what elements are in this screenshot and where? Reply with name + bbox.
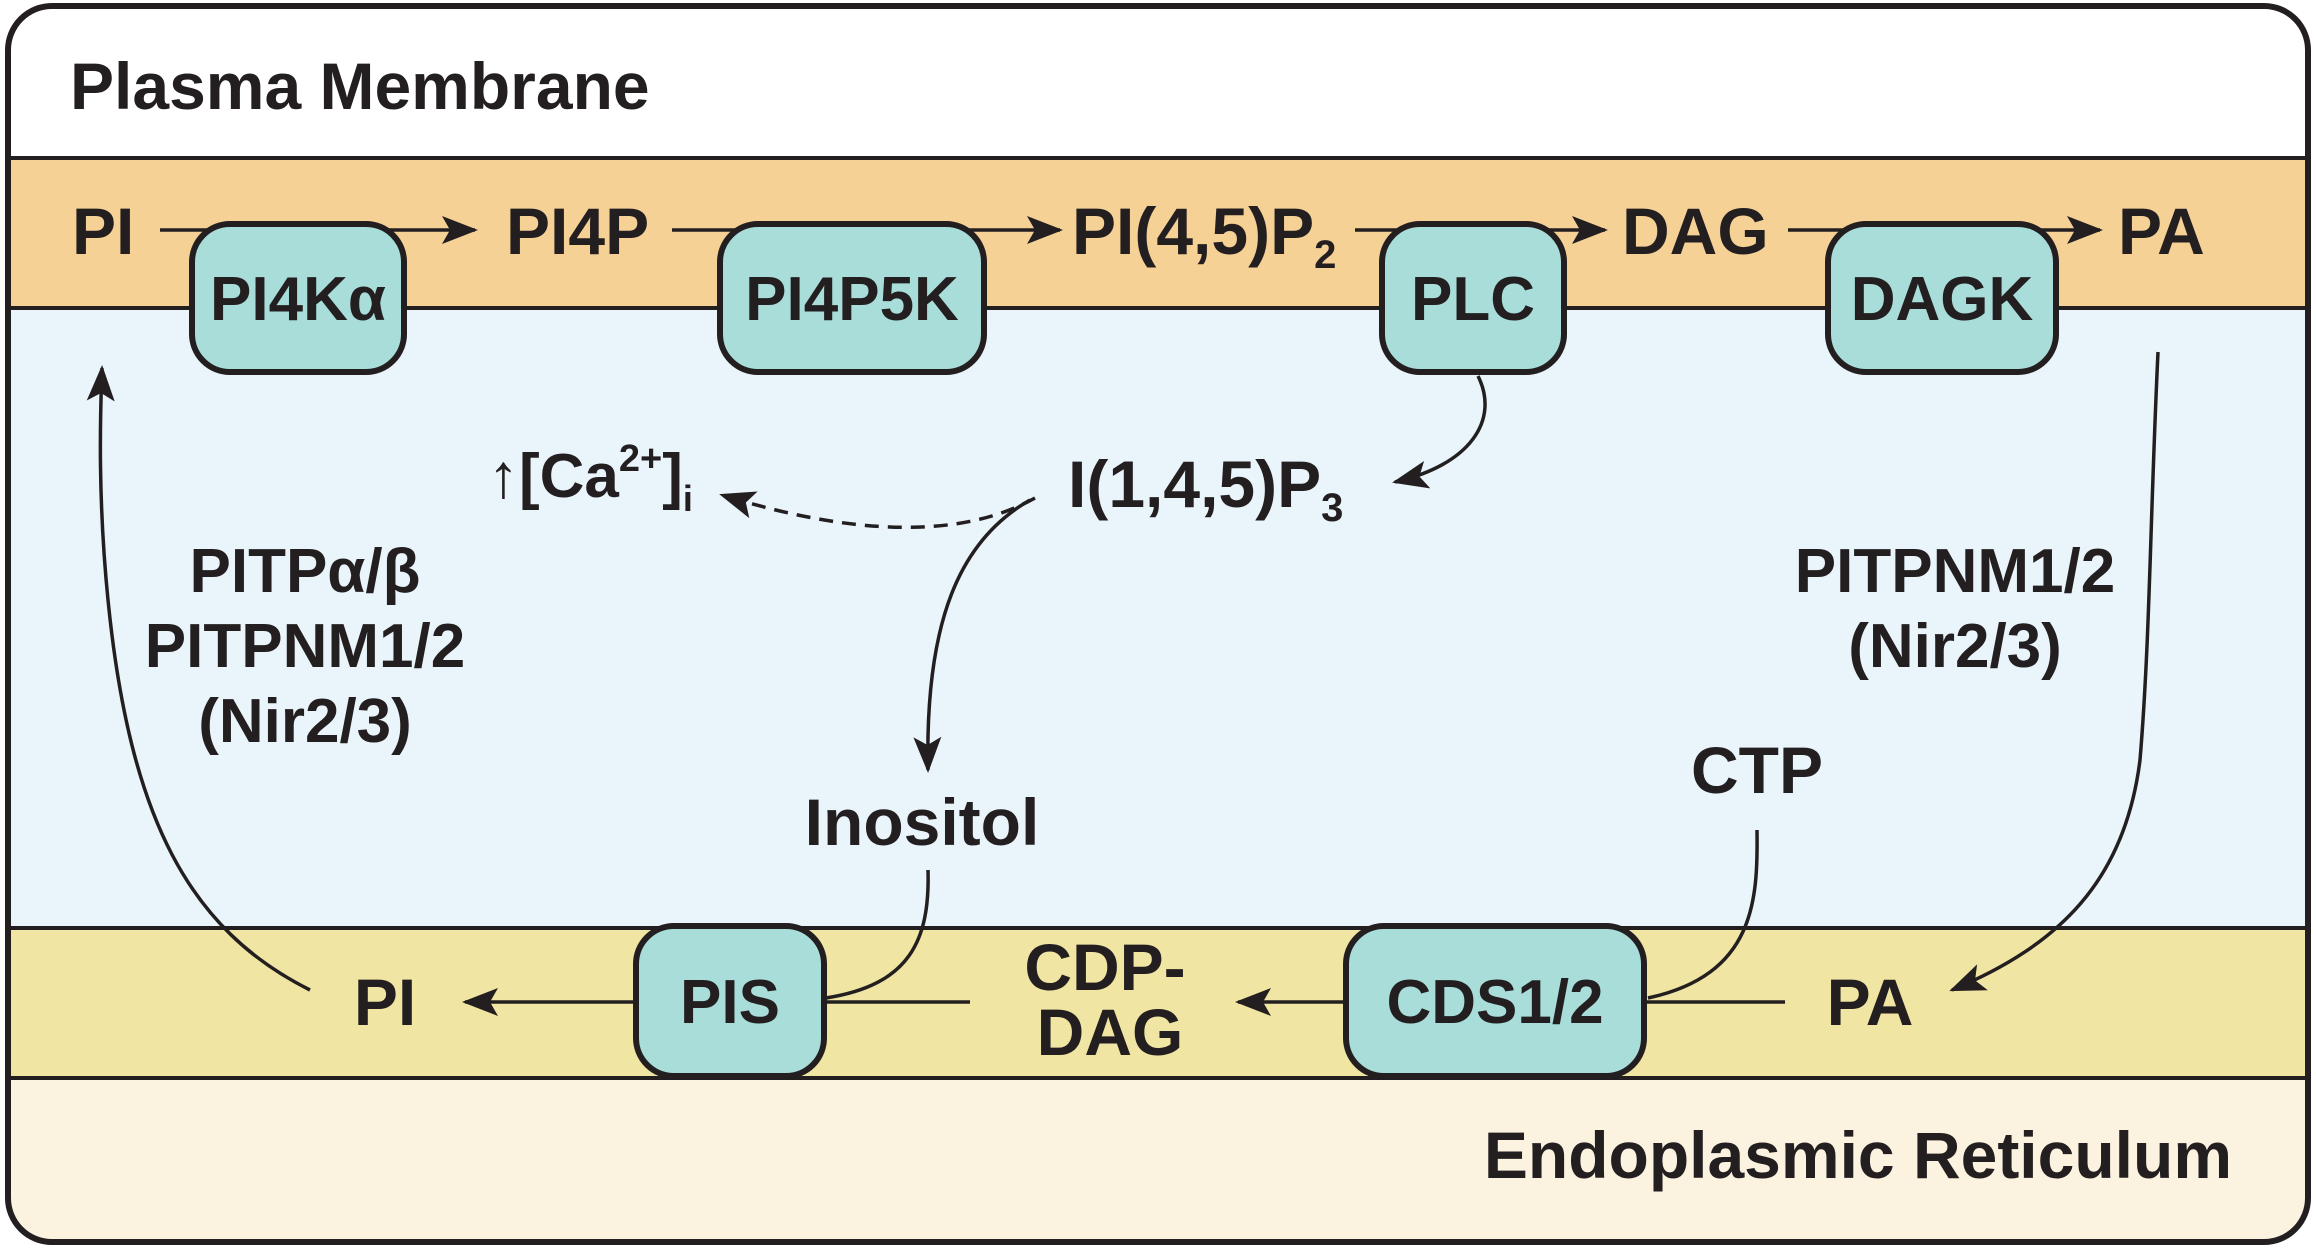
line-ctp-to-cds — [1647, 829, 1759, 1000]
cytosol-region — [8, 308, 2308, 928]
pm-metabolite-pa: PA — [2118, 194, 2205, 268]
enzyme-dagk-label: DAGK — [1851, 265, 2034, 334]
ip3-label: I(1,4,5)P3 — [1068, 447, 1343, 530]
pm-metabolite-pip2: PI(4,5)P2 — [1072, 194, 1336, 277]
inositol-label: Inositol — [805, 785, 1040, 859]
calcium-label: ↑[Ca2+]i — [488, 438, 693, 519]
enzyme-pi4ka-label: PI4Kα — [210, 265, 386, 334]
ctp-label: CTP — [1691, 733, 1823, 807]
enzyme-dagk: DAGK — [1825, 221, 2059, 375]
enzyme-pi4p5k: PI4P5K — [717, 221, 987, 375]
plasma-membrane-region — [8, 6, 2308, 158]
left-transport-line-1: PITPα/β — [190, 537, 421, 606]
pm-metabolite-pi: PI — [72, 194, 134, 268]
arrow-pa-pm-to-er — [1949, 351, 2160, 992]
plasma-membrane-title: Plasma Membrane — [70, 49, 650, 123]
right-transport-line-2: (Nir2/3) — [1848, 612, 2062, 681]
enzyme-plc-label: PLC — [1411, 265, 1535, 334]
er-metabolite-pa: PA — [1827, 965, 1914, 1039]
er-metabolite-cdp-dag-line-1: CDP- — [1024, 930, 1185, 1004]
pm-metabolite-dag: DAG — [1622, 194, 1769, 268]
enzyme-pis: PIS — [633, 923, 827, 1079]
arrow-ip3-to-calcium — [719, 491, 1036, 530]
er-metabolite-pi: PI — [354, 965, 416, 1039]
diagram-frame — [5, 3, 2311, 1245]
enzyme-cds: CDS1/2 — [1343, 923, 1647, 1079]
enzyme-plc: PLC — [1379, 221, 1567, 375]
right-transport-labels: PITPNM1/2 (Nir2/3) — [1795, 537, 2115, 681]
left-transport-line-3: (Nir2/3) — [198, 687, 412, 756]
enzyme-pi4ka: PI4Kα — [189, 221, 407, 375]
er-lumen-region — [8, 1078, 2308, 1242]
arrow-pi-er-to-pm — [86, 365, 311, 992]
left-transport-labels: PITPα/β PITPNM1/2 (Nir2/3) — [145, 537, 465, 756]
arrow-ip3-to-inositol — [913, 498, 1031, 773]
left-transport-line-2: PITPNM1/2 — [145, 612, 465, 681]
pm-metabolite-pi4p: PI4P — [506, 194, 649, 268]
right-transport-line-1: PITPNM1/2 — [1795, 537, 2115, 606]
enzyme-pis-label: PIS — [680, 968, 780, 1037]
enzyme-pi4p5k-label: PI4P5K — [745, 265, 959, 334]
endoplasmic-reticulum-title: Endoplasmic Reticulum — [1484, 1118, 2232, 1192]
er-metabolite-cdp-dag-line-2: DAG — [1037, 995, 1184, 1069]
er-metabolite-cdp-dag: CDP- DAG — [1024, 930, 1185, 1069]
line-inositol-to-pis — [825, 869, 930, 1000]
enzyme-cds-label: CDS1/2 — [1386, 968, 1603, 1037]
er-membrane-band — [8, 928, 2308, 1078]
arrow-plc-to-ip3 — [1392, 375, 1487, 489]
